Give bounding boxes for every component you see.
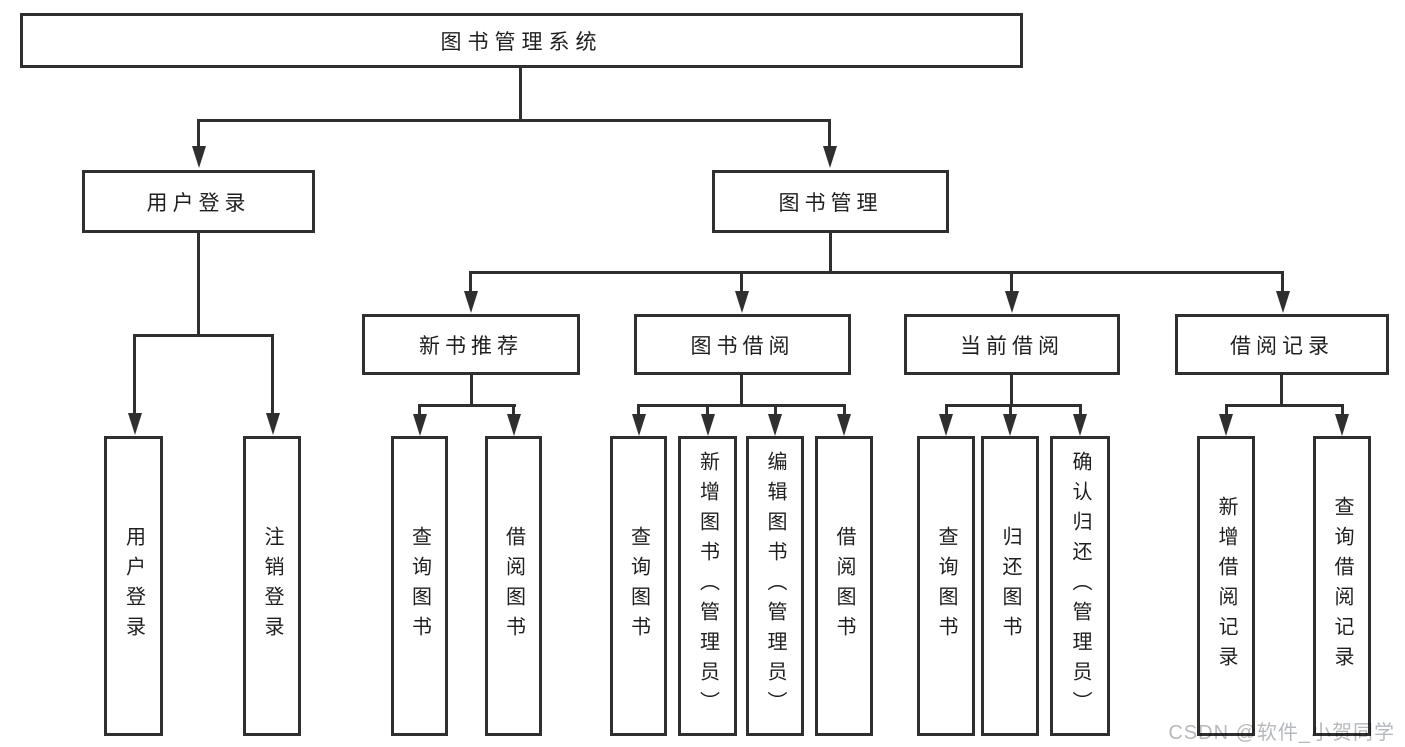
connector-vline	[1010, 375, 1013, 406]
node-current-borrowing: 当前借阅	[904, 314, 1120, 375]
connector-vline	[133, 334, 136, 414]
arrowhead-down-icon	[128, 413, 142, 435]
arrowhead-down-icon	[1005, 291, 1019, 313]
arrowhead-down-icon	[266, 413, 280, 435]
arrowhead-down-icon	[507, 414, 521, 436]
connector-vline	[843, 404, 846, 415]
connector-vline	[1009, 404, 1012, 415]
leaf-records-query-borrow-record: 查询借阅记录	[1313, 436, 1371, 736]
connector-vline	[512, 404, 515, 415]
node-book-management: 图书管理	[712, 170, 949, 233]
node-borrowing-records: 借阅记录	[1175, 314, 1389, 375]
arrowhead-down-icon	[464, 291, 478, 313]
connector-vline	[1079, 404, 1082, 415]
connector-hline	[945, 404, 1082, 407]
leaf-borrowing-query-books: 查询图书	[610, 436, 667, 736]
connector-vline	[1225, 404, 1228, 415]
arrowhead-down-icon	[413, 414, 427, 436]
arrowhead-down-icon	[1073, 414, 1087, 436]
arrowhead-down-icon	[735, 291, 749, 313]
connector-vline	[271, 334, 274, 414]
connector-vline	[470, 375, 473, 406]
connector-vline	[1281, 271, 1284, 293]
connector-vline	[1280, 375, 1283, 406]
connector-vline	[469, 271, 472, 293]
leaf-recommend-query-books: 查询图书	[391, 436, 448, 736]
connector-vline	[774, 404, 777, 415]
arrowhead-down-icon	[192, 146, 206, 168]
connector-hline	[133, 334, 274, 337]
leaf-recommend-borrow-books: 借阅图书	[485, 436, 542, 736]
connector-vline	[637, 404, 640, 415]
connector-vline	[829, 233, 832, 274]
connector-vline	[519, 68, 522, 121]
node-book-borrowing: 图书借阅	[634, 314, 851, 375]
connector-vline	[1010, 271, 1013, 293]
arrowhead-down-icon	[1335, 414, 1349, 436]
leaf-current-query-books: 查询图书	[917, 436, 975, 736]
arrowhead-down-icon	[1219, 414, 1233, 436]
connector-vline	[706, 404, 709, 415]
leaf-borrowing-borrow-books: 借阅图书	[815, 436, 873, 736]
connector-vline	[945, 404, 948, 415]
connector-hline	[469, 271, 1283, 274]
connector-vline	[197, 233, 200, 337]
arrowhead-down-icon	[701, 414, 715, 436]
arrowhead-down-icon	[837, 414, 851, 436]
connector-hline	[197, 119, 831, 122]
leaf-user-login: 用户登录	[104, 436, 163, 736]
arrowhead-down-icon	[632, 414, 646, 436]
leaf-records-add-borrow-record: 新增借阅记录	[1197, 436, 1255, 736]
connector-vline	[197, 119, 200, 147]
leaf-borrowing-add-books-admin: 新增图书（管理员）	[678, 436, 737, 736]
connector-hline	[637, 404, 846, 407]
arrowhead-down-icon	[1003, 414, 1017, 436]
connector-vline	[828, 119, 831, 147]
connector-vline	[418, 404, 421, 415]
connector-vline	[740, 375, 743, 406]
connector-vline	[740, 271, 743, 293]
node-root-library-management-system: 图书管理系统	[20, 13, 1023, 68]
arrowhead-down-icon	[1276, 291, 1290, 313]
node-user-login: 用户登录	[82, 170, 315, 233]
csdn-watermark: CSDN @软件_小贺同学	[1168, 722, 1395, 744]
leaf-current-confirm-return-admin: 确认归还（管理员）	[1050, 436, 1110, 736]
leaf-borrowing-edit-books-admin: 编辑图书（管理员）	[746, 436, 804, 736]
arrowhead-down-icon	[823, 146, 837, 168]
node-new-book-recommendation: 新书推荐	[362, 314, 580, 375]
leaf-current-return-books: 归还图书	[981, 436, 1039, 736]
connector-hline	[1225, 404, 1343, 407]
arrowhead-down-icon	[768, 414, 782, 436]
leaf-logout: 注销登录	[243, 436, 301, 736]
arrowhead-down-icon	[939, 414, 953, 436]
connector-vline	[1341, 404, 1344, 415]
connector-hline	[418, 404, 516, 407]
